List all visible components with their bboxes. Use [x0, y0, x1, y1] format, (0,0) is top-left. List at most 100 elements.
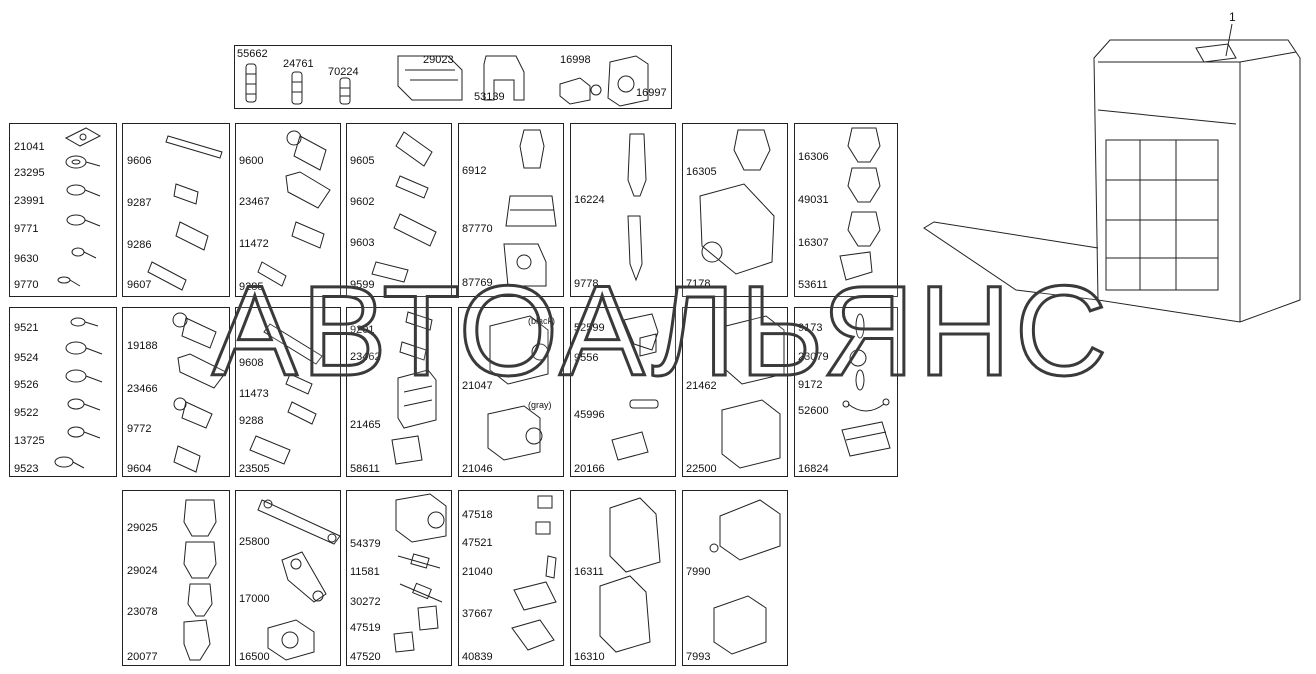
part-9608-art: [263, 323, 323, 365]
part-9602-art: [395, 175, 429, 199]
part-label: 9173: [798, 322, 823, 334]
part-label: 7993: [686, 651, 711, 663]
part-label: 16997: [636, 87, 667, 99]
part-label: 45996: [574, 409, 605, 421]
part-label: 30272: [350, 596, 381, 608]
part-9600-art: [286, 130, 302, 146]
part-23295-art: [65, 155, 87, 169]
part-40839-art: [511, 619, 555, 651]
part-label: 6912: [462, 165, 487, 177]
part-9778-art: [627, 215, 643, 282]
part-9522-art: [67, 398, 85, 410]
part-16311-art: [609, 497, 661, 573]
part-87770-art: [505, 195, 557, 227]
part-20077-art: [183, 619, 211, 661]
cell-brackets: [235, 490, 341, 666]
part-label: 21465: [350, 419, 381, 431]
part-16824-art: [841, 421, 891, 457]
part-label: 9526: [14, 379, 39, 391]
part-6912-art: [519, 129, 545, 169]
part-label: 9521: [14, 322, 39, 334]
part-9172-art: [855, 369, 865, 391]
cell-top-strip: [234, 45, 672, 109]
cell-fuses: [570, 307, 676, 477]
part-label: 58611: [350, 463, 380, 475]
part-label: 47518: [462, 509, 493, 521]
part-22500-art: [721, 399, 781, 469]
cell-flag-terminals-b: [122, 307, 230, 477]
part-19188-art: [172, 312, 188, 328]
part-17000-art: [281, 551, 327, 603]
part-note: (gray): [528, 400, 552, 410]
part-54379-art: [395, 493, 447, 543]
part-label: 23295: [14, 167, 45, 179]
part-label: 54379: [350, 538, 381, 550]
part-label: 20077: [127, 651, 158, 663]
part-9201-art: [405, 311, 433, 331]
part-label: 21462: [686, 380, 717, 392]
cell-ring-terminals-b: [9, 307, 117, 477]
part-53611-art: [839, 251, 873, 281]
part-label: 49031: [798, 194, 829, 206]
part-9288-art: [287, 401, 317, 425]
part-label: 52599: [574, 322, 605, 334]
part-label: 37667: [462, 608, 493, 620]
part-label: 23467: [239, 196, 270, 208]
case-callout: 1: [1229, 10, 1236, 24]
part-49031-art: [847, 167, 881, 203]
part-23462-art: [399, 341, 427, 361]
part-label: 9630: [14, 253, 39, 265]
part-label: 9287: [127, 197, 152, 209]
cell-relay-bases: [346, 307, 452, 477]
part-21041-art: [64, 127, 102, 147]
part-label: 9524: [14, 352, 39, 364]
part-9526-art: [65, 369, 87, 383]
cell-ring-terminals-a: [9, 123, 117, 297]
part-47519-art: [417, 605, 439, 631]
part-9599-art: [371, 261, 409, 283]
part-47521-art: [535, 521, 551, 535]
part-label: 47519: [350, 622, 381, 634]
part-label: 52600: [798, 405, 829, 417]
part-45996-art: [629, 399, 659, 409]
part-23466-art: [177, 353, 227, 389]
part-24761-art: [291, 71, 303, 105]
part-label: 11472: [239, 238, 269, 250]
part-label: 19188: [127, 340, 158, 352]
part-label: 9285: [239, 281, 264, 293]
cell-relays: [682, 490, 788, 666]
part-16310-art: [599, 575, 651, 653]
part-9287-art: [173, 183, 199, 205]
part-label: 16500: [239, 651, 270, 663]
part-label: 9522: [14, 407, 39, 419]
part-label: 21040: [462, 566, 493, 578]
cell-switch-lamps: [570, 123, 676, 297]
part-7178-art: [699, 183, 775, 275]
part-label: 16998: [560, 54, 591, 66]
part-29024-art: [183, 541, 217, 579]
part-label: 29023: [423, 54, 454, 66]
part-label: 23079: [798, 351, 829, 363]
part-11472-art: [291, 221, 325, 249]
part-52599-art: [623, 313, 659, 351]
part-label: 16311: [574, 566, 604, 578]
part-21040-art: [545, 555, 557, 579]
part-9286-art: [175, 221, 209, 251]
part-29023-art: [397, 55, 463, 101]
part-11473-art: [285, 373, 313, 395]
part-label: 87769: [462, 277, 493, 289]
part-label: 16824: [798, 463, 829, 475]
part-9606-art: [165, 135, 223, 159]
part-9173-art: [855, 313, 865, 339]
part-label: 9608: [239, 357, 264, 369]
part-21047-art: [489, 315, 549, 385]
part-29025-art: [183, 499, 217, 537]
part-52600-art: [847, 403, 885, 412]
part-21462-art: [725, 315, 785, 385]
cell-solenoid-diodes: [346, 490, 452, 666]
cell-valve-connectors: [458, 307, 564, 477]
cell-covers: [570, 490, 676, 666]
part-label: 9603: [350, 237, 375, 249]
cell-contact-blocks: [682, 307, 788, 477]
